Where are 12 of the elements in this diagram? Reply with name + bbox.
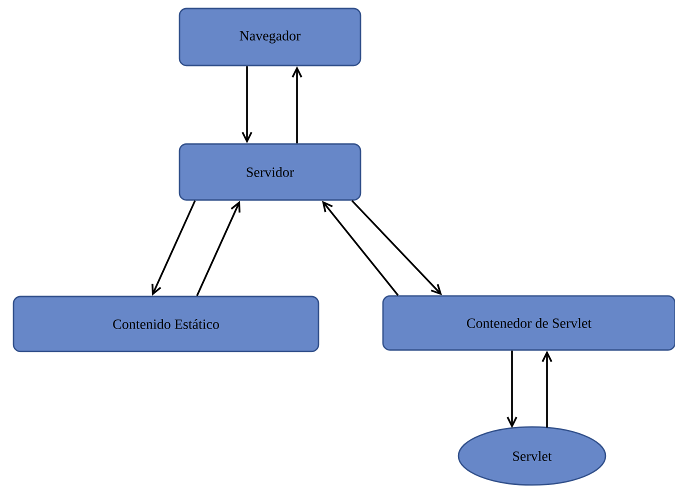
arrow <box>322 200 399 296</box>
arrow <box>292 66 302 144</box>
process-box: Navegador <box>178 8 362 66</box>
arrow <box>351 200 442 296</box>
arrow <box>506 350 518 428</box>
arrow <box>196 200 240 296</box>
process-box: Servidor <box>178 143 362 201</box>
arrow <box>242 66 252 144</box>
process-box: Contenedor de Servlet <box>382 295 675 351</box>
arrow <box>542 350 552 428</box>
arrow <box>152 200 196 296</box>
process-box: Contenido Estático <box>12 296 320 352</box>
